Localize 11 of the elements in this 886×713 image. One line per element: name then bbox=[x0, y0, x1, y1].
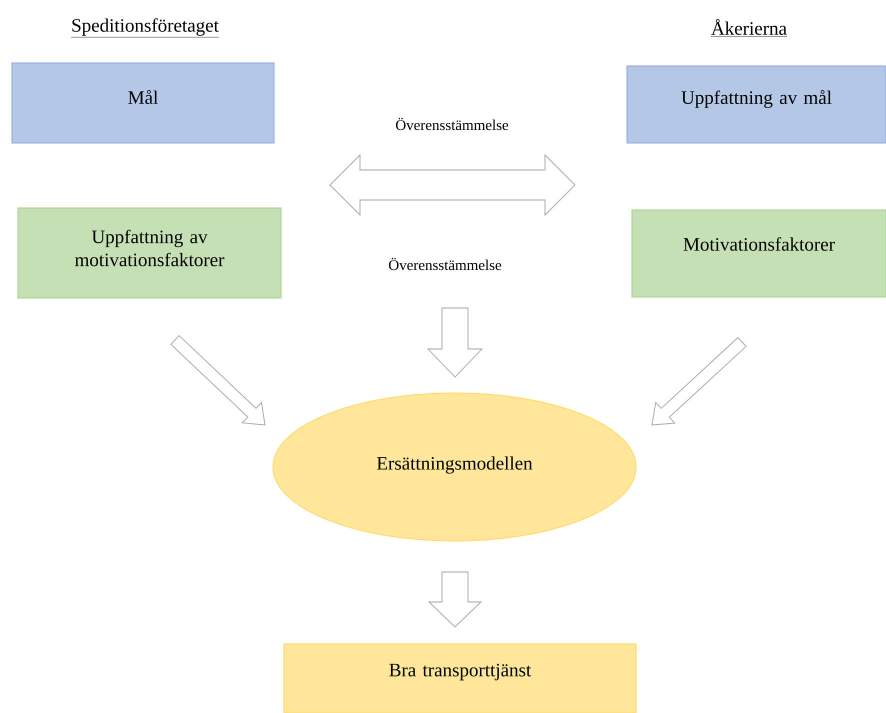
block-arrow bbox=[428, 572, 482, 628]
column-heading: Åkerierna bbox=[710, 19, 788, 36]
block-arrow bbox=[426, 308, 484, 378]
process-box: Uppfattning av motivationsfaktorer bbox=[18, 208, 282, 298]
edge-label: Överensstämmelse bbox=[394, 116, 510, 132]
process-box: Mål bbox=[12, 62, 274, 144]
process-box: Uppfattning av mål bbox=[626, 66, 886, 144]
column-heading: Speditionsföretaget bbox=[70, 18, 220, 38]
process-box: Motivationsfaktorer bbox=[632, 210, 886, 298]
edge-label: Överensstämmelse bbox=[387, 256, 503, 272]
process-box: Bra transporttjänst bbox=[284, 644, 636, 713]
